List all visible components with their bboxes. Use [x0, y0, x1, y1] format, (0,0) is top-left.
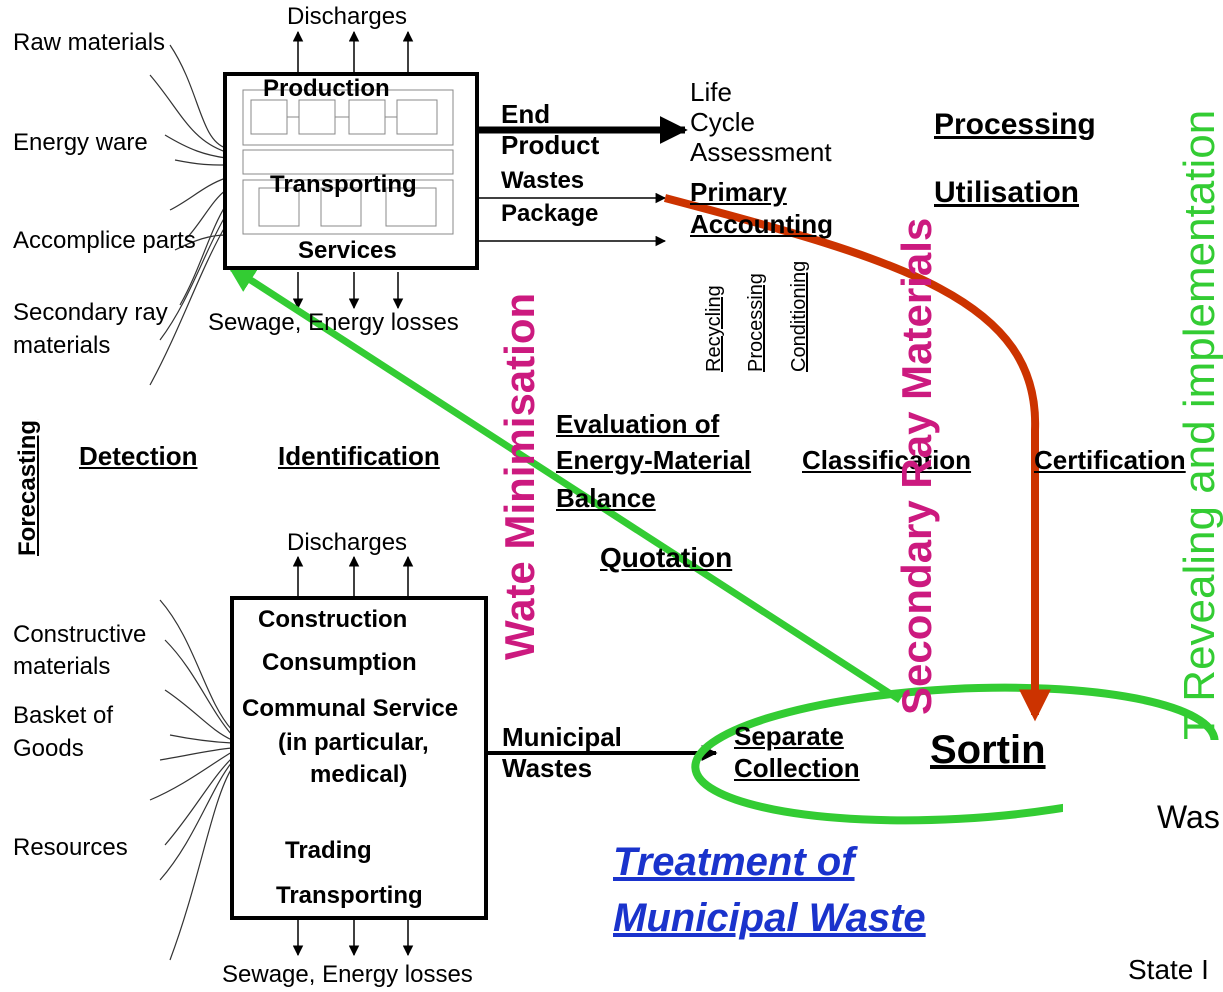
- link-processing[interactable]: Processing: [934, 108, 1096, 141]
- input-secondary-materials: materials: [13, 332, 111, 359]
- link-utilisation[interactable]: Utilisation: [934, 176, 1080, 209]
- input-accomplice-parts: Accomplice parts: [13, 227, 196, 254]
- input-secondary-ray: Secondary ray: [13, 299, 168, 326]
- box-label-transporting: Transporting: [270, 171, 417, 198]
- link-classification[interactable]: Classification: [802, 445, 972, 475]
- box-label-construction: Construction: [258, 606, 408, 633]
- secondary-ray-materials-label: Secondary Ray Materials: [893, 217, 940, 715]
- bottom-sewage: Sewage, Energy losses: [222, 961, 473, 988]
- top-process-box: [223, 72, 479, 270]
- state-label: State I: [1128, 954, 1209, 985]
- revealing-implementation-label: T Revealing and implementation: [1175, 109, 1223, 740]
- bottom-process-box: [230, 596, 488, 920]
- forecasting-label[interactable]: Forecasting: [14, 419, 41, 556]
- top-sewage: Sewage, Energy losses: [208, 309, 459, 336]
- accounting-label[interactable]: Accounting: [690, 209, 833, 239]
- input-basket-of: Basket of: [13, 702, 114, 729]
- bottom-discharges: Discharges: [287, 529, 408, 556]
- input-constructive-materials: materials: [13, 653, 111, 680]
- lca-cycle: Cycle: [690, 107, 756, 137]
- was-label: Was: [1157, 799, 1220, 835]
- top-input-curves: [149, 44, 227, 386]
- bottom-input-curves: [149, 599, 233, 961]
- output-package: Package: [501, 200, 599, 227]
- vertical-conditioning[interactable]: Conditioning: [788, 260, 810, 372]
- link-quotation[interactable]: Quotation: [600, 542, 733, 573]
- link-identification[interactable]: Identification: [278, 441, 440, 471]
- red-flow-arrow: [663, 194, 1051, 722]
- box-label-transporting-bottom: Transporting: [276, 882, 423, 909]
- input-goods: Goods: [13, 735, 84, 762]
- output-wastes-bottom: Wastes: [502, 753, 593, 783]
- box-label-medical: medical): [310, 761, 408, 788]
- wate-minimisation-label: Wate Minimisation: [496, 292, 543, 660]
- top-discharges: Discharges: [287, 3, 408, 30]
- sortin-label[interactable]: Sortin: [930, 728, 1046, 772]
- link-detection[interactable]: Detection: [79, 441, 198, 471]
- box-label-production: Production: [263, 75, 390, 102]
- vertical-recycling[interactable]: Recycling: [703, 285, 725, 372]
- box-label-services: Services: [298, 237, 397, 264]
- evaluation-line2[interactable]: Energy-Material: [556, 445, 752, 475]
- collection-label[interactable]: Collection: [734, 753, 860, 783]
- output-end: End: [501, 99, 551, 129]
- primary-label[interactable]: Primary: [690, 177, 787, 207]
- input-resources: Resources: [13, 834, 128, 861]
- box-label-communal-service: Communal Service: [242, 695, 459, 722]
- output-municipal: Municipal: [502, 722, 622, 752]
- green-feedback-arrow: [227, 264, 902, 703]
- output-wastes: Wastes: [501, 167, 585, 194]
- input-raw-materials: Raw materials: [13, 29, 166, 56]
- treatment-line2[interactable]: Municipal Waste: [613, 896, 926, 940]
- input-constructive: Constructive: [13, 621, 147, 648]
- treatment-line1[interactable]: Treatment of: [613, 840, 855, 884]
- lca-life: Life: [690, 77, 732, 107]
- separate-label[interactable]: Separate: [734, 721, 844, 751]
- lca-assessment: Assessment: [690, 137, 832, 167]
- evaluation-line1[interactable]: Evaluation of: [556, 409, 720, 439]
- input-energy-ware: Energy ware: [13, 129, 148, 156]
- box-label-trading: Trading: [285, 837, 372, 864]
- vertical-processing[interactable]: Processing: [745, 273, 767, 372]
- output-product: Product: [501, 130, 600, 160]
- flow-schematic-thumbnail: [242, 89, 454, 235]
- box-label-in-particular: (in particular,: [278, 729, 429, 756]
- evaluation-line3[interactable]: Balance: [556, 483, 656, 513]
- box-label-consumption: Consumption: [262, 649, 417, 676]
- link-certification[interactable]: Certification: [1034, 445, 1186, 475]
